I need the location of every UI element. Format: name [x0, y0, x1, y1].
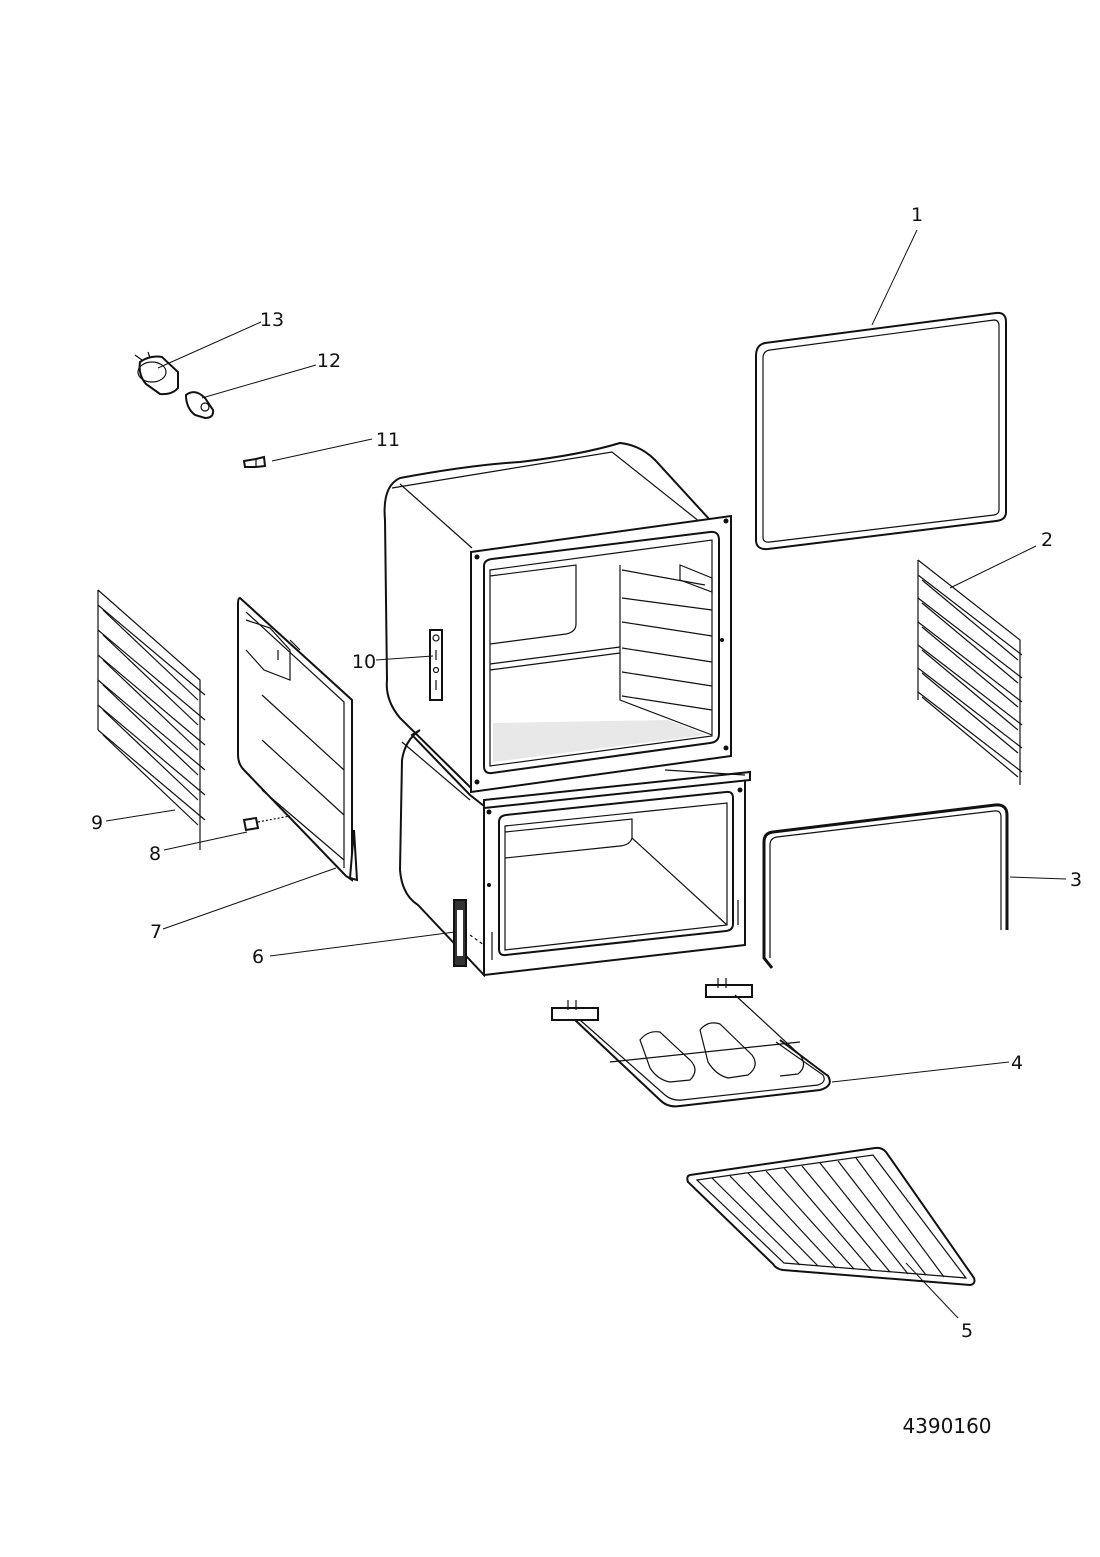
callout-1: 1 [911, 204, 923, 226]
callout-8: 8 [149, 843, 161, 865]
callout-9: 9 [91, 812, 103, 834]
callout-labels: 1 2 3 4 5 6 7 8 9 10 11 12 13 [91, 204, 1082, 1342]
callout-11: 11 [376, 429, 400, 451]
callout-3: 3 [1070, 869, 1082, 891]
callout-4: 4 [1011, 1052, 1023, 1074]
part-5-oven-grid [686, 1146, 976, 1287]
leader-line-8 [163, 831, 248, 851]
part-6-door-hinge [453, 899, 485, 967]
leader-line-6 [269, 931, 456, 957]
callout-5: 5 [961, 1320, 973, 1342]
leader-line-13 [157, 321, 262, 369]
part-10-hinge-bracket [429, 629, 443, 701]
callout-7: 7 [150, 921, 162, 943]
leader-line-5 [905, 1262, 959, 1319]
callout-6: 6 [252, 946, 264, 968]
callout-10: 10 [352, 651, 376, 673]
part-12-lamp-bulb [184, 391, 215, 420]
leader-line-12 [201, 364, 317, 399]
part-9-shelf-runner-left [97, 589, 206, 850]
part-3-lower-door-seal [762, 803, 1009, 969]
leader-line-7 [162, 867, 337, 930]
leader-line-2 [949, 545, 1037, 589]
part-2-shelf-runner-right [917, 559, 1023, 785]
leader-line-1 [871, 229, 918, 326]
part-11-connector [242, 455, 267, 468]
part-13-lamp-holder [134, 351, 179, 396]
leader-line-11 [271, 438, 373, 462]
callout-12: 12 [317, 350, 341, 372]
part-7-side-panel [237, 596, 359, 882]
callout-13: 13 [260, 309, 284, 331]
leader-line-10 [375, 655, 434, 661]
leader-line-4 [831, 1061, 1010, 1083]
part-8-fixing-screw [242, 815, 291, 832]
lower-oven-cavity [398, 729, 751, 978]
part-1-door-seal [755, 311, 1007, 551]
upper-oven-cavity [383, 441, 732, 794]
leader-line-9 [105, 809, 176, 822]
part-4-heating-element [551, 978, 831, 1108]
leader-line-3 [1009, 876, 1067, 880]
leader-lines [105, 229, 1067, 1319]
callout-2: 2 [1041, 529, 1053, 551]
diagram-reference-number: 4390160 [902, 1414, 991, 1438]
